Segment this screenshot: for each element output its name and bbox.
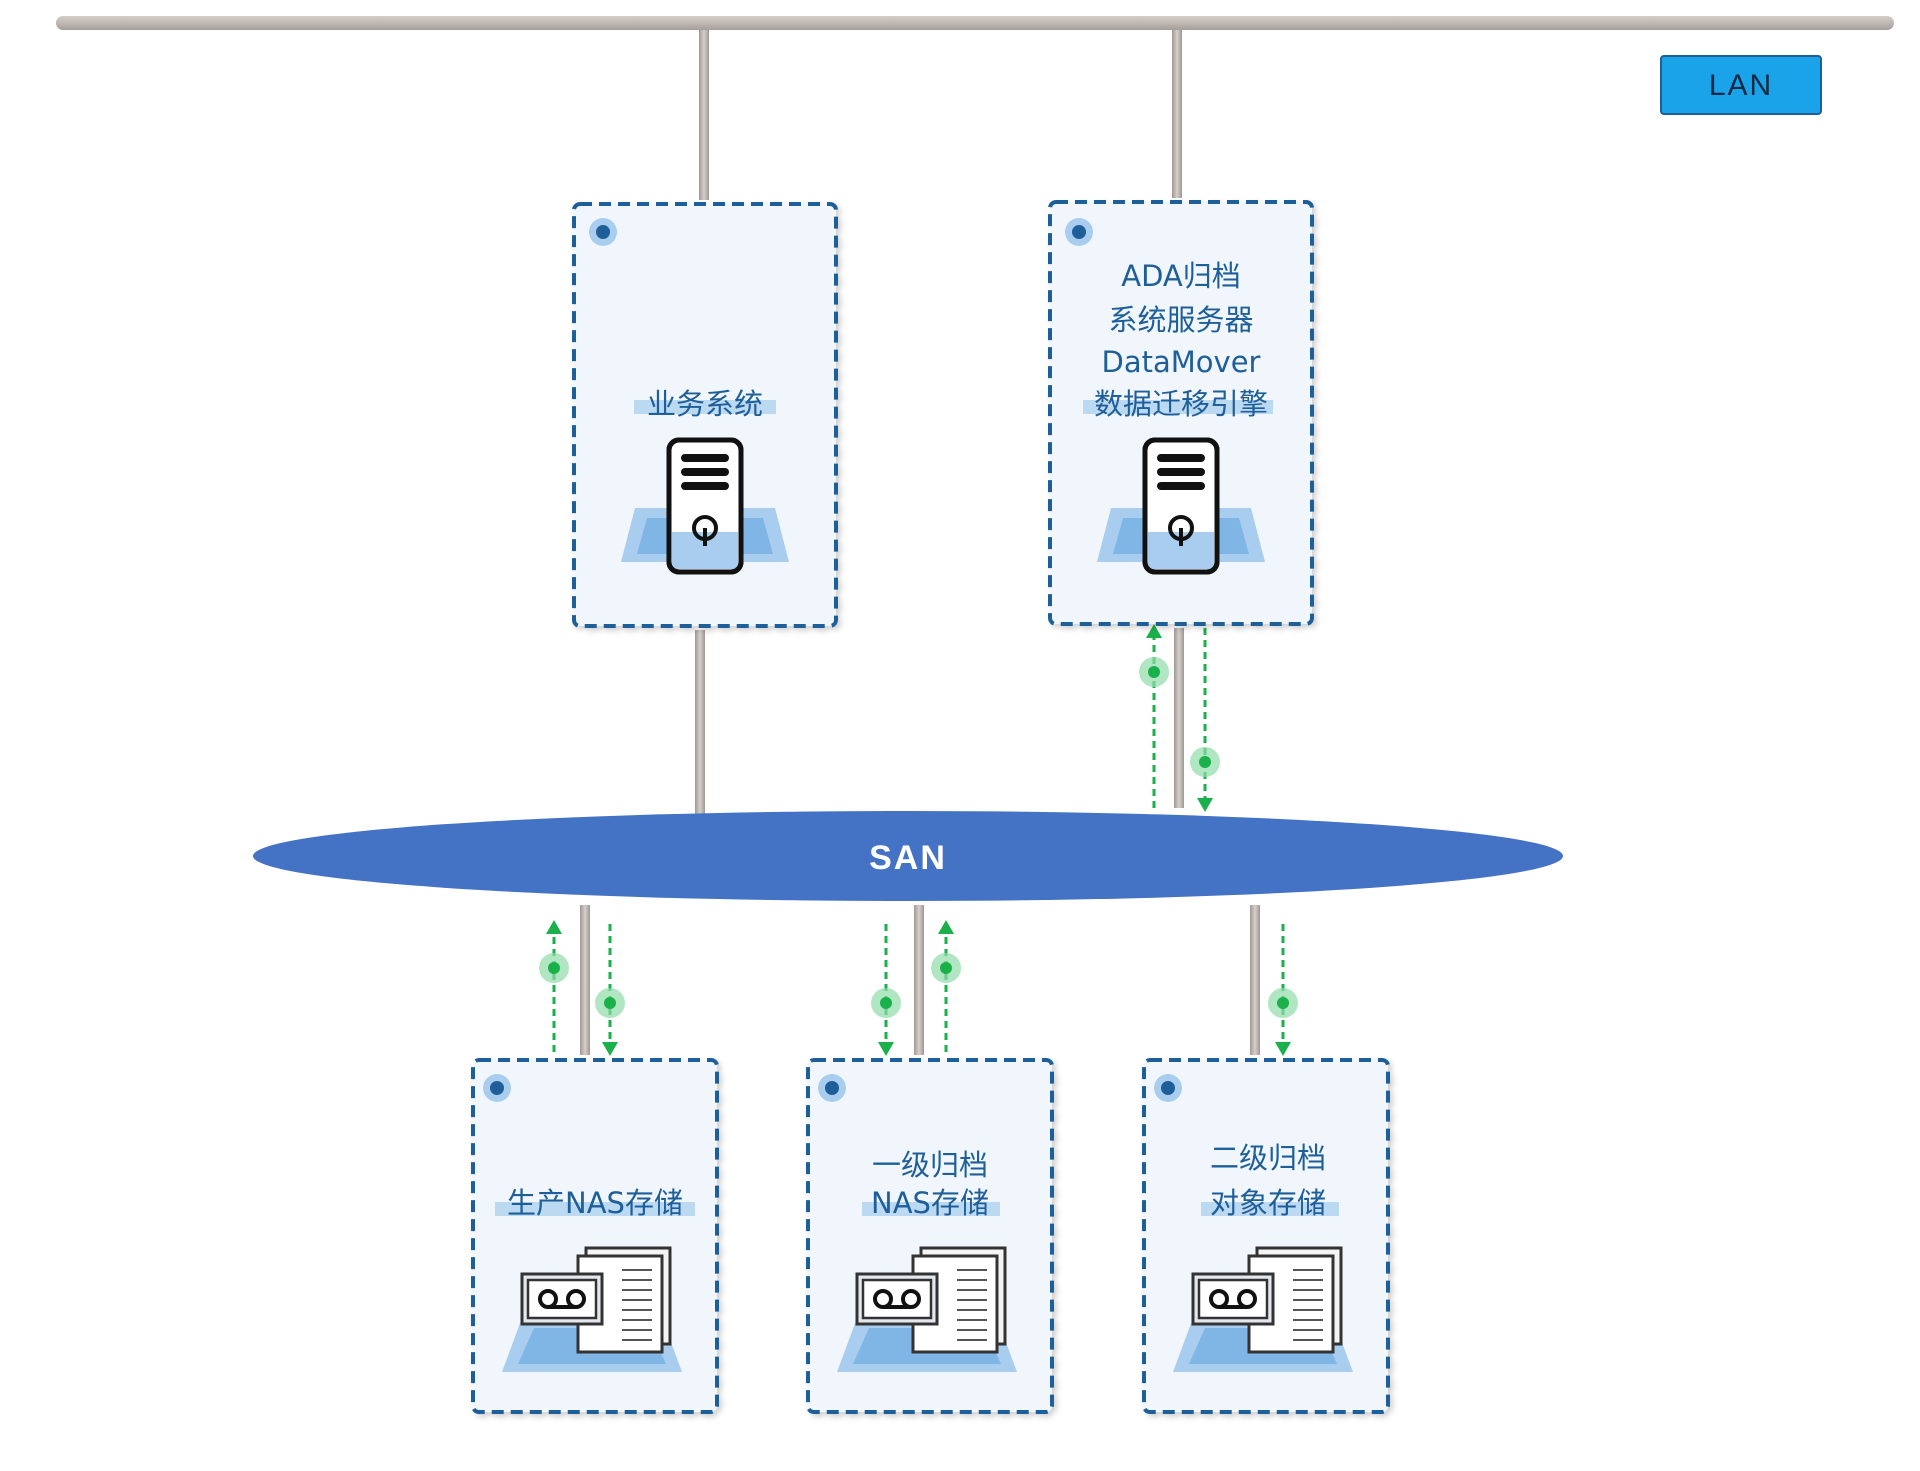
label-ada-line-2: 系统服务器 xyxy=(1108,303,1253,337)
label-prod-nas-line-1: 生产NAS存储 xyxy=(507,1186,683,1220)
label-l2-obj-line-1: 二级归档 xyxy=(1210,1141,1326,1175)
label-business-line-1: 业务系统 xyxy=(647,387,763,421)
status-dot-l2-object xyxy=(1154,1074,1182,1102)
label-l1-nas-line-1: 一级归档 xyxy=(872,1148,988,1182)
label-highlight xyxy=(1201,1202,1339,1216)
label-ada-line-3: DataMover xyxy=(1102,345,1261,379)
label-highlight xyxy=(495,1202,695,1216)
flow-l1-down-arrow xyxy=(871,924,901,1056)
cable-san-prod-nas xyxy=(580,905,590,1055)
flow-ada-down-arrow xyxy=(1190,628,1220,812)
label-l2-obj-line-2: 对象存储 xyxy=(1210,1186,1326,1220)
data-flow-arrows xyxy=(539,624,1298,1056)
label-highlight xyxy=(1083,400,1273,414)
lan-label: LAN xyxy=(1709,69,1773,102)
cable-san-l1-nas xyxy=(914,905,924,1055)
san-network xyxy=(253,811,1563,901)
status-dot-prod-nas xyxy=(483,1074,511,1102)
cable-ada-san xyxy=(1174,628,1184,808)
label-highlight xyxy=(634,400,776,414)
status-dot-l1-nas xyxy=(818,1074,846,1102)
flow-prod-up-arrow xyxy=(539,920,569,1052)
lan-badge: LAN xyxy=(1660,55,1822,115)
flow-prod-down-arrow xyxy=(595,924,625,1056)
cable-lan-business xyxy=(699,30,709,200)
status-dot-ada xyxy=(1065,218,1093,246)
flow-l2-down-arrow xyxy=(1268,924,1298,1056)
label-ada-line-4: 数据迁移引擎 xyxy=(1094,387,1268,421)
flow-ada-up-arrow xyxy=(1139,624,1169,808)
status-dot-business xyxy=(589,218,617,246)
label-highlight xyxy=(862,1202,1000,1216)
label-l1-nas-line-2: NAS存储 xyxy=(871,1186,989,1220)
lan-bus xyxy=(56,16,1894,30)
san-label: SAN xyxy=(869,839,947,877)
cable-business-san xyxy=(695,630,705,818)
flow-l1-up-arrow xyxy=(931,920,961,1052)
cable-san-l2-obj xyxy=(1250,905,1260,1055)
label-ada-line-1: ADA归档 xyxy=(1121,259,1241,293)
cable-lan-ada xyxy=(1172,30,1182,198)
